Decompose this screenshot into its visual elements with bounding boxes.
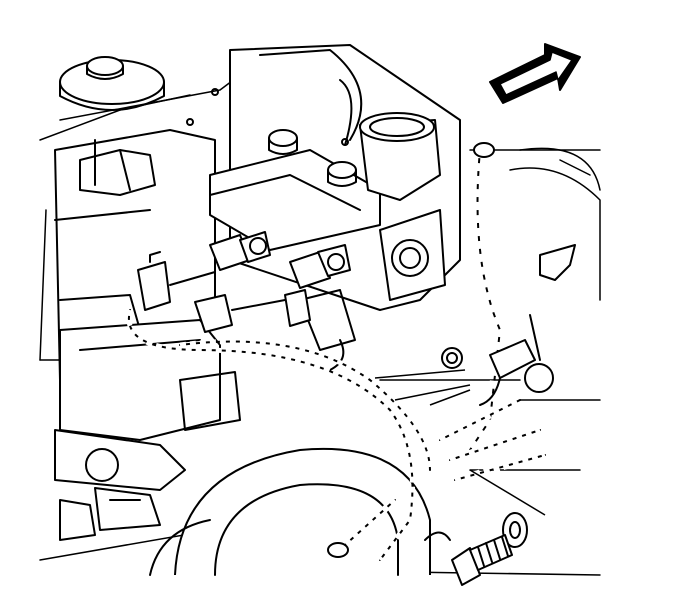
wiring-harness <box>126 142 546 562</box>
oil-filler-cap <box>59 56 165 111</box>
front-direction-arrow-icon <box>489 43 581 104</box>
fastener-washer <box>502 512 528 548</box>
housing-assembly <box>186 44 461 371</box>
electrical-connectors <box>137 231 351 333</box>
callout-lines <box>374 369 546 516</box>
harness-clip <box>441 244 576 406</box>
bell-housing <box>149 447 431 576</box>
fastener-bolt <box>424 531 513 586</box>
